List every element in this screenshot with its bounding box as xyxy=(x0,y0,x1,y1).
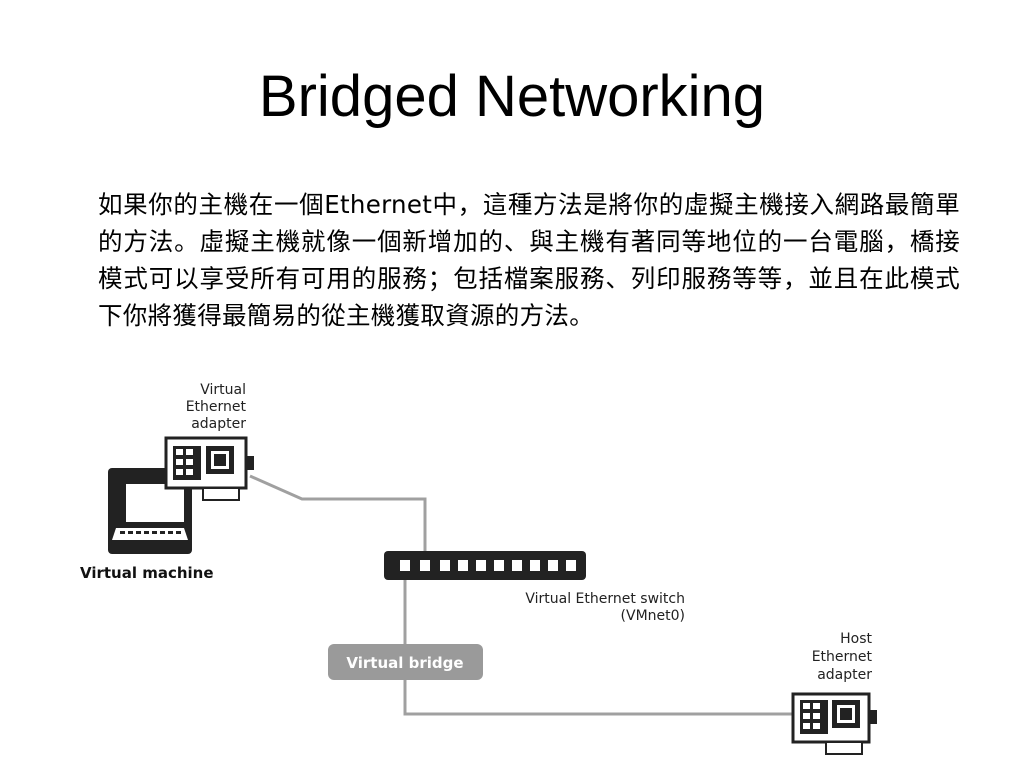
switch-label: Virtual Ethernet switch (VMnet0) xyxy=(525,591,685,624)
connection-lines xyxy=(249,474,793,716)
host-adapter-card-icon xyxy=(791,692,877,755)
host-adapter-label-line: adapter xyxy=(817,667,872,683)
switch-label-line: (VMnet0) xyxy=(621,608,685,624)
host-adapter-label: Host Ethernet adapter xyxy=(812,631,873,683)
host-adapter-label-line: Host xyxy=(840,631,872,647)
host-adapter-label-line: Ethernet xyxy=(812,649,873,665)
vm-to-switch-line xyxy=(249,474,427,566)
switch-icon xyxy=(384,551,586,580)
virtual-bridge-label: Virtual bridge xyxy=(346,654,463,672)
slide-title: Bridged Networking xyxy=(258,64,766,129)
body-paragraph: 如果你的主機在一個Ethernet中，這種方法是將你的虛擬主機接入網路最簡單的方… xyxy=(98,190,960,330)
virtual-adapter-label-line: Virtual xyxy=(200,382,246,398)
virtual-bridge-badge: Virtual bridge xyxy=(328,644,483,680)
virtual-adapter-label-line: adapter xyxy=(191,416,246,432)
switch-label-line: Virtual Ethernet switch xyxy=(525,591,685,607)
virtual-adapter-label-line: Ethernet xyxy=(186,399,247,415)
virtual-adapter-card-icon xyxy=(164,436,254,501)
bridge-to-host-line xyxy=(403,566,793,716)
virtual-machine-label: Virtual machine xyxy=(80,564,214,582)
virtual-adapter-label: Virtual Ethernet adapter xyxy=(186,382,247,432)
